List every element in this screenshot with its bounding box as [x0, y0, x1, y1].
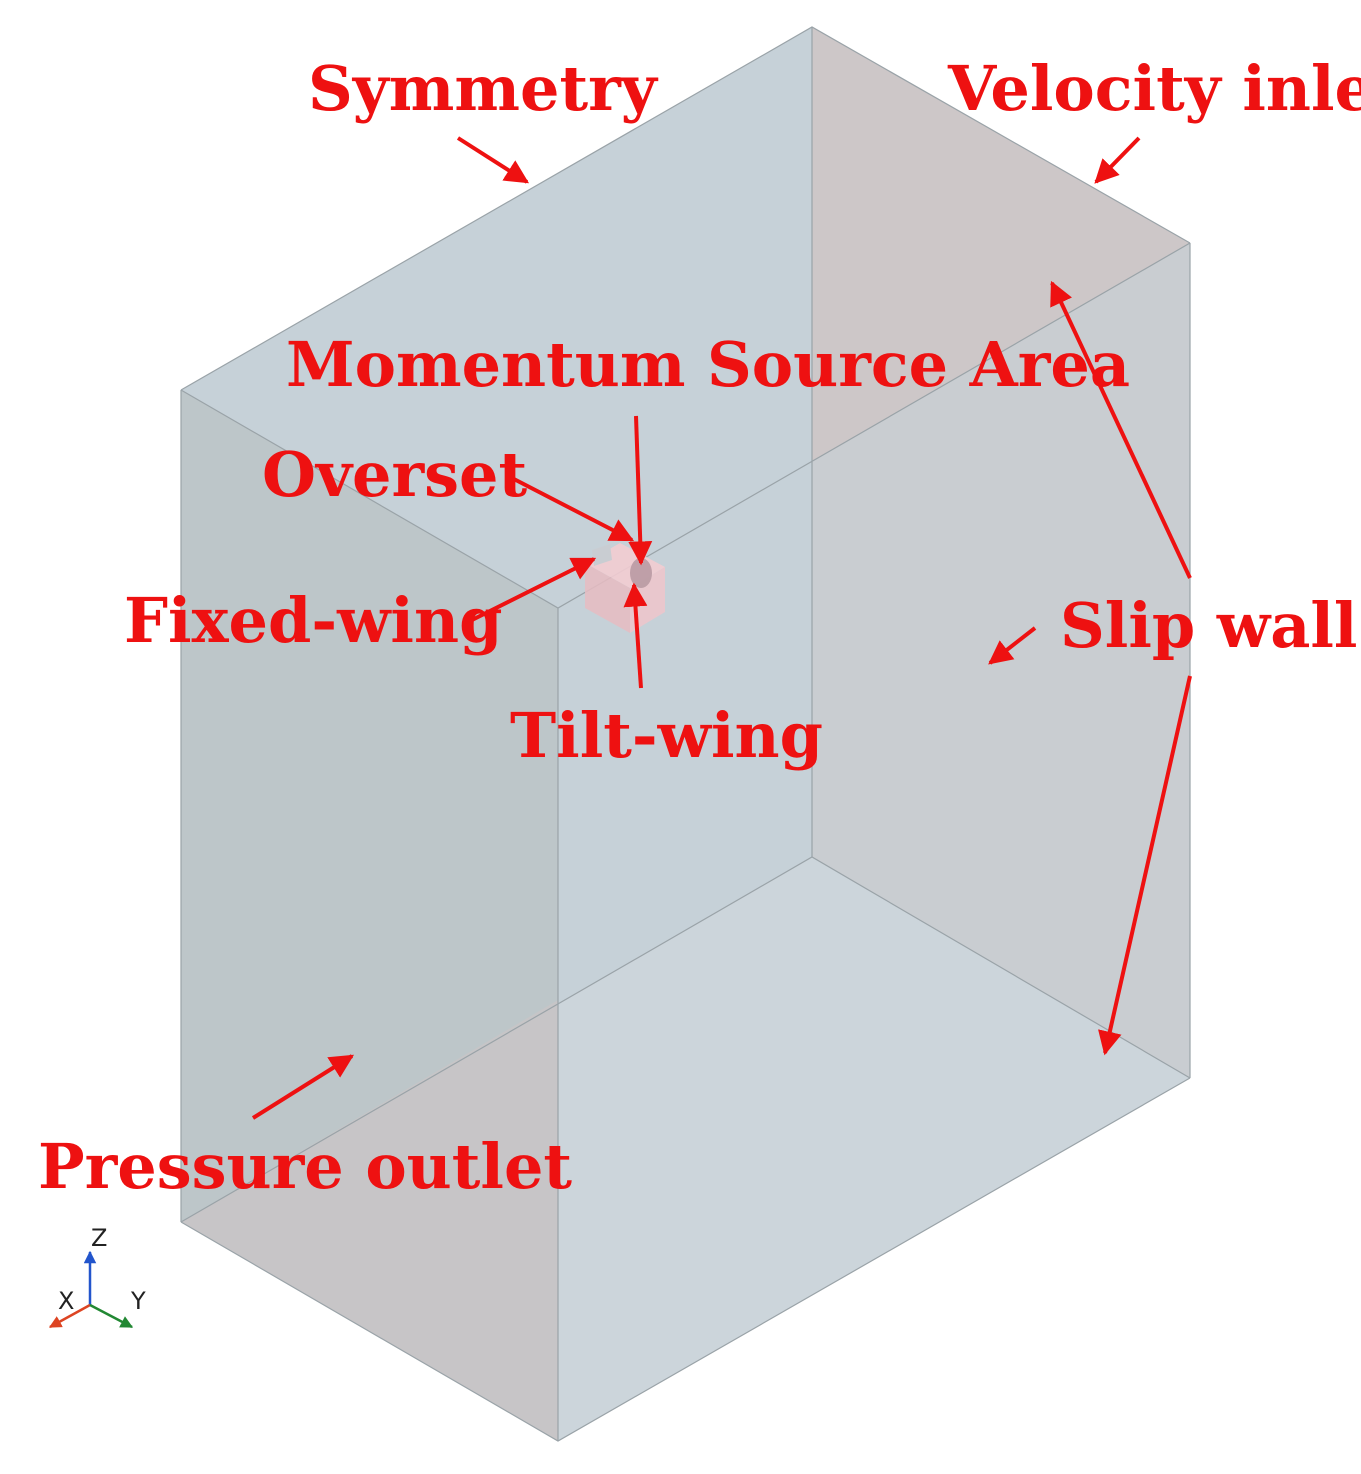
arrow-slip-wall-top — [1050, 280, 1192, 579]
label-fixed-wing: Fixed-wing — [124, 584, 502, 657]
axis-y-line — [89, 1303, 134, 1329]
arrow-symmetry — [456, 136, 530, 184]
arrow-overset — [509, 475, 635, 542]
arrow-momentum-source — [628, 415, 653, 566]
fixed-wing-shape — [592, 544, 612, 566]
domain-edges — [180, 26, 1191, 1442]
label-tilt-wing: Tilt-wing — [510, 699, 823, 772]
arrow-pressure-outlet — [251, 1054, 355, 1120]
label-overset: Overset — [262, 438, 527, 511]
label-slip-wall: Slip wall — [1060, 589, 1357, 662]
arrow-slip-wall-bottom — [1098, 675, 1192, 1056]
momentum-source-disk — [630, 558, 652, 588]
label-velocity-inlet: Velocity inlet — [947, 52, 1361, 125]
arrow-slip-wall-middle — [988, 626, 1037, 665]
annotation-labels: Symmetry Velocity inlet Momentum Source … — [38, 52, 1361, 1203]
front-left-lower-face — [181, 1000, 558, 1441]
label-pressure-outlet: Pressure outlet — [38, 1130, 572, 1203]
arrow-velocity-inlet — [1094, 136, 1141, 184]
axis-x-line — [48, 1303, 91, 1329]
computational-domain — [180, 26, 1191, 1442]
arrow-tilt-wing — [623, 582, 648, 689]
arrow-fixed-wing — [469, 557, 597, 623]
axis-y-label: Y — [130, 1287, 146, 1315]
label-momentum-source-area: Momentum Source Area — [286, 328, 1130, 401]
axis-z-label: Z — [91, 1224, 107, 1252]
axis-x-label: X — [58, 1287, 74, 1315]
front-right-face — [558, 243, 1190, 1441]
annotation-arrows — [251, 136, 1192, 1120]
overset-box-left — [585, 563, 630, 633]
axis-triad: Z X Y — [48, 1224, 146, 1329]
label-symmetry: Symmetry — [308, 52, 659, 125]
